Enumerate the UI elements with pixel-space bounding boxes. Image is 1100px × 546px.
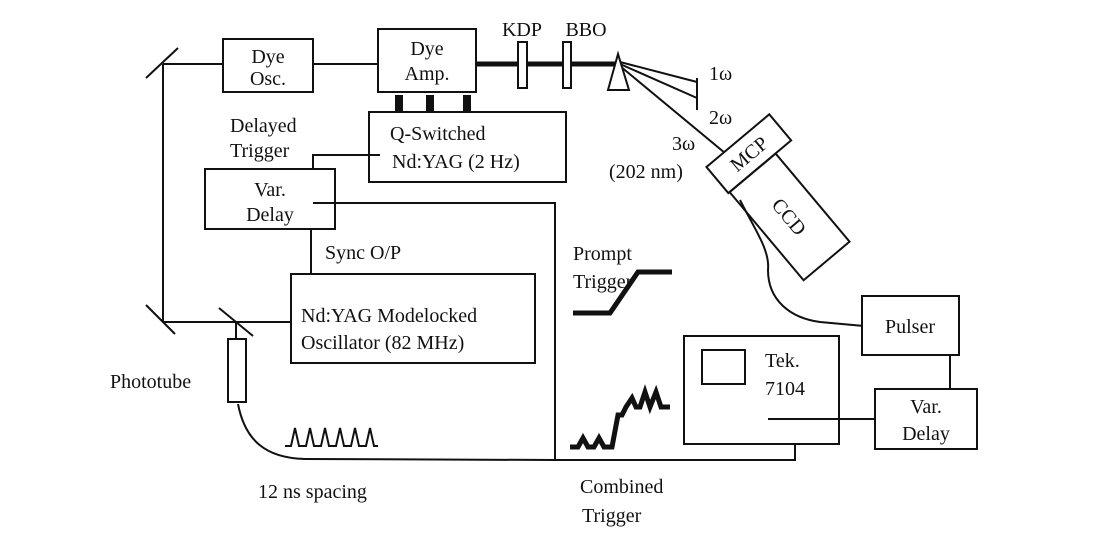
delayed-trigger-label-2: Trigger bbox=[230, 140, 290, 162]
dye-amplifier-box: Dye Amp. bbox=[377, 28, 477, 113]
label-3w: 3ω bbox=[672, 133, 695, 155]
kdp-label: KDP bbox=[502, 19, 542, 41]
combined-trigger-label-2: Trigger bbox=[582, 505, 642, 527]
ccd-camera: CCD bbox=[728, 152, 851, 282]
var-delay-1-label-1: Var. bbox=[254, 179, 286, 201]
mirror-top-left-icon bbox=[145, 47, 179, 79]
scope-screen-icon bbox=[701, 349, 746, 385]
var-delay-2-label-1: Var. bbox=[910, 396, 942, 418]
label-wavelength: (202 nm) bbox=[609, 161, 683, 183]
delayed-trigger-label-1: Delayed bbox=[230, 115, 297, 137]
bbo-label: BBO bbox=[565, 19, 606, 41]
var-delay-box-1: Var. Delay bbox=[204, 168, 336, 230]
kdp-crystal-icon bbox=[517, 41, 528, 89]
combined-waveform-icon bbox=[570, 384, 670, 450]
phototube-icon bbox=[227, 338, 247, 403]
pump-connector-1 bbox=[395, 95, 403, 113]
dye-amp-label-1: Dye bbox=[410, 38, 443, 60]
beam-2w bbox=[619, 63, 698, 99]
beam-3w bbox=[619, 65, 732, 159]
modelocked-label-1: Nd:YAG Modelocked bbox=[301, 305, 477, 327]
beam-paths bbox=[162, 61, 732, 323]
label-2w: 2ω bbox=[709, 107, 732, 129]
pump-connector-2 bbox=[426, 95, 434, 113]
combined-trigger-label-1: Combined bbox=[580, 476, 663, 498]
sync-op-label: Sync O/P bbox=[325, 242, 401, 264]
phototube-label: Phototube bbox=[110, 371, 191, 393]
pulse-train-icon bbox=[285, 427, 378, 447]
dye-osc-label-2: Osc. bbox=[250, 68, 286, 90]
pulser-box: Pulser bbox=[861, 295, 960, 356]
var-delay-2-label-2: Delay bbox=[902, 423, 950, 445]
pulser-label: Pulser bbox=[885, 316, 935, 338]
q-switched-label-1: Q-Switched bbox=[390, 123, 486, 145]
label-1w: 1ω bbox=[709, 63, 732, 85]
modelocked-label-2: Oscillator (82 MHz) bbox=[301, 332, 464, 354]
pump-connector-3 bbox=[463, 95, 471, 113]
spacing-label: 12 ns spacing bbox=[258, 481, 367, 503]
q-switched-laser-box: Q-Switched Nd:YAG (2 Hz) bbox=[368, 111, 567, 183]
pulser-cable bbox=[739, 199, 876, 328]
q-switched-label-2: Nd:YAG (2 Hz) bbox=[392, 151, 520, 173]
prompt-trigger-label-1: Prompt bbox=[573, 243, 632, 265]
bbo-crystal-icon bbox=[562, 41, 572, 89]
mirror-bottom-left-icon bbox=[145, 304, 176, 335]
prompt-trigger-label-2: Trigger bbox=[573, 271, 633, 293]
scope-label-1: Tek. bbox=[765, 350, 800, 372]
prism-icon bbox=[606, 50, 631, 91]
oscilloscope-box: Tek. 7104 bbox=[683, 335, 840, 445]
var-delay-box-2: Var. Delay bbox=[874, 388, 978, 450]
dye-amp-label-2: Amp. bbox=[405, 63, 450, 85]
modelocked-oscillator-box: Nd:YAG Modelocked Oscillator (82 MHz) bbox=[290, 273, 536, 364]
signal-cable bbox=[237, 403, 796, 461]
prompt-trigger-wire bbox=[313, 202, 556, 460]
dye-oscillator-box: Dye Osc. bbox=[222, 38, 314, 93]
beam-1w bbox=[619, 61, 698, 83]
step-waveform-icon bbox=[573, 269, 672, 316]
scope-label-2: 7104 bbox=[765, 378, 805, 400]
dye-osc-label-1: Dye bbox=[251, 46, 284, 68]
var-delay-1-label-2: Delay bbox=[246, 204, 294, 226]
